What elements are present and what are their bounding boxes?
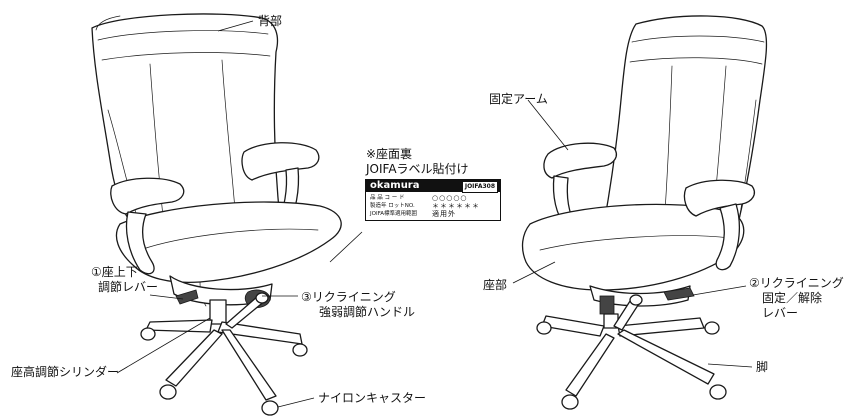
joifa-row-value: ○○○○○ [432, 194, 468, 202]
seat-label-note-line1: ※座面裏 [366, 147, 413, 161]
handle3-label-line2: 強弱調節ハンドル [319, 305, 416, 319]
joifa-code-badge: JOIFA308 [461, 181, 498, 193]
seat-label: 座部 [483, 278, 508, 292]
lever2-label-line2: 固定／解除 [762, 291, 823, 305]
leader-lines [116, 20, 753, 408]
joifa-row-value: ＊＊＊＊＊＊ [432, 202, 480, 210]
seat-label-note-line2: JOIFAラベル貼付け [366, 162, 469, 176]
backrest-label: 背部 [258, 14, 283, 28]
joifa-row-key: 製造年 ロットNO. [370, 203, 415, 209]
lever1-label-line2: 調節レバー [98, 280, 159, 294]
left-chair [91, 13, 342, 416]
joifa-label-card: okamura JOIFA308 品 品 コ ー ド ○○○○○ 製造年 ロット… [365, 179, 501, 221]
handle3-label-line1: ③リクライニング [301, 290, 396, 304]
joifa-row-key: JOIFA標準適用範囲 [370, 211, 417, 217]
leg-label: 脚 [756, 360, 769, 374]
caster-label: ナイロンキャスター [318, 391, 427, 405]
lever1-label-line1: ①座上下 [91, 265, 138, 279]
joifa-row-key: 品 品 コ ー ド [370, 195, 405, 201]
right-chair [521, 15, 768, 410]
lever2-label-line1: ②リクライニング [749, 276, 844, 290]
lever2-label-line3: レバー [762, 306, 799, 320]
joifa-row-value: 適用外 [432, 210, 456, 218]
cylinder-label: 座高調節シリンダー [11, 365, 120, 379]
okamura-logo: okamura [370, 180, 420, 191]
fixed-arm-label: 固定アーム [489, 92, 548, 106]
